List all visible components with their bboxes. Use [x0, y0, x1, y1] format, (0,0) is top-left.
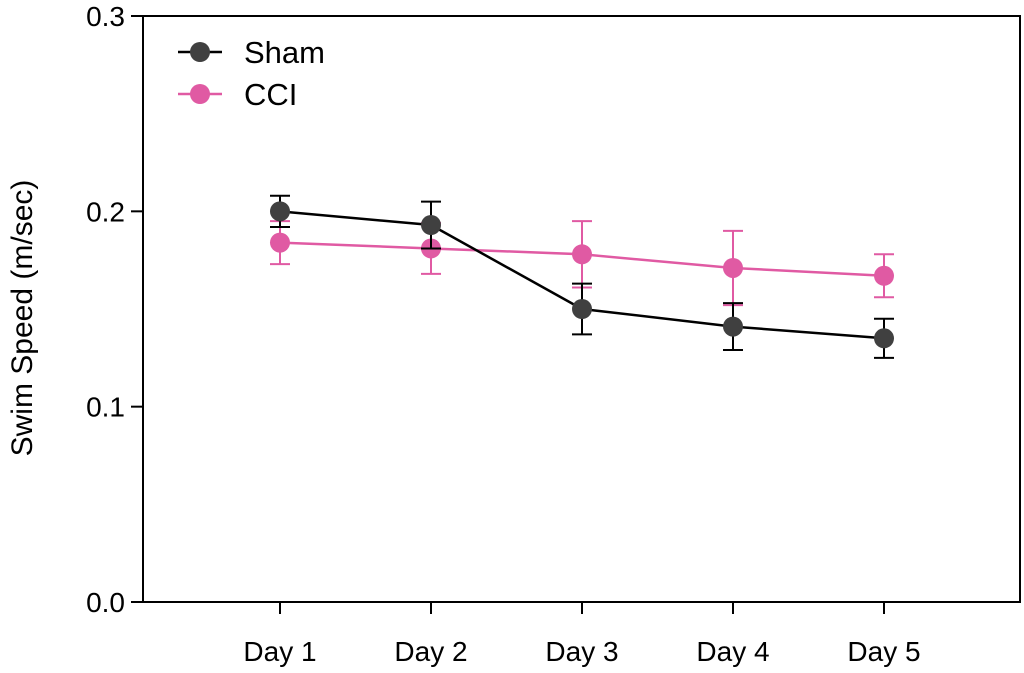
data-point-sham — [270, 201, 290, 222]
data-point-sham — [421, 215, 441, 236]
x-tick-label: Day 4 — [696, 636, 769, 667]
legend-marker — [190, 84, 210, 104]
y-tick-label: 0.0 — [86, 587, 125, 618]
y-axis-label: Swim Speed (m/sec) — [6, 180, 39, 457]
legend-item-sham: Sham — [178, 35, 325, 70]
legend-item-cci: CCI — [178, 77, 297, 112]
data-point-sham — [572, 299, 592, 319]
data-point-sham — [874, 328, 894, 349]
data-point-cci — [270, 232, 290, 253]
legend-label: CCI — [244, 77, 297, 112]
legend-marker — [190, 42, 210, 62]
x-tick-label: Day 5 — [847, 636, 920, 667]
data-point-cci — [723, 257, 743, 278]
y-tick-label: 0.3 — [86, 1, 125, 32]
data-point-cci — [572, 244, 592, 265]
x-axis: Day 1 Day 2 Day 3 Day 4 Day 5 — [243, 602, 921, 667]
y-axis: 0.0 0.1 0.2 0.3 — [86, 1, 143, 618]
x-tick-label: Day 3 — [545, 636, 618, 667]
data-point-cci — [874, 265, 894, 286]
x-tick-label: Day 2 — [394, 636, 467, 667]
legend-label: Sham — [244, 35, 325, 70]
y-tick-label: 0.1 — [86, 392, 125, 423]
x-tick-label: Day 1 — [243, 636, 316, 667]
y-tick-label: 0.2 — [86, 196, 125, 227]
series-layer — [270, 194, 894, 359]
series-sham — [270, 194, 894, 359]
data-point-sham — [723, 316, 743, 337]
